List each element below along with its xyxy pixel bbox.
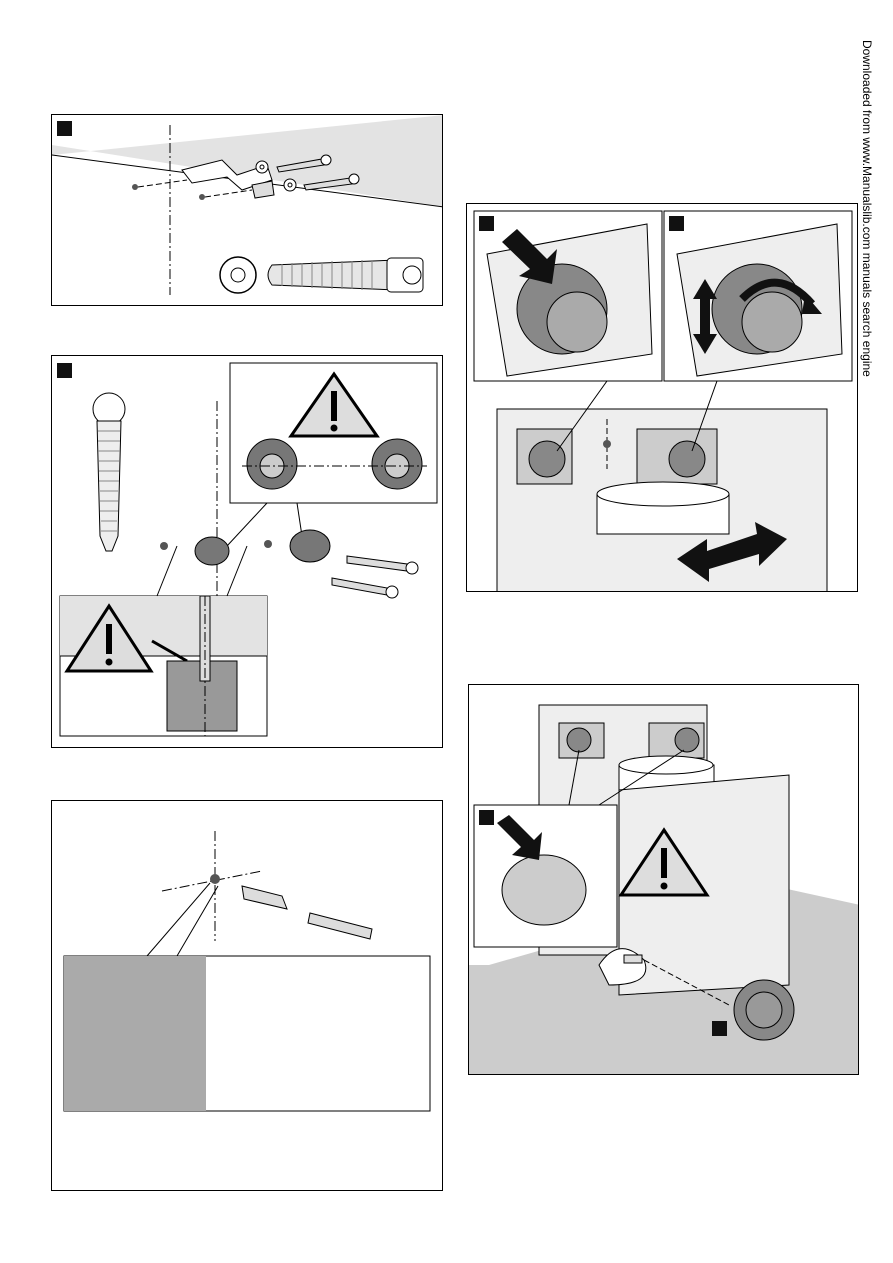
bracket-illustration: [52, 115, 443, 306]
anchor-icon: [242, 886, 287, 909]
page-footer-vertical: Downloaded from www.Manualslib.com manua…: [858, 40, 876, 160]
knob-icon: [567, 728, 591, 752]
wall-plug-icon: [195, 537, 229, 565]
knob-icon: [712, 264, 802, 354]
knob-icon: [675, 728, 699, 752]
wall-plug-icon: [290, 530, 330, 562]
page-footer-text: Downloaded from www.Manualslib.com manua…: [860, 40, 874, 377]
figure-wall-plug-warning: [51, 355, 443, 748]
knob-icon: [734, 980, 794, 1040]
washer-icon: [284, 179, 296, 191]
wall-plug-icon: [372, 439, 422, 489]
screw-icon: [93, 393, 125, 551]
wall-plug-illustration: [52, 356, 443, 748]
figure-valve-adjustment: [466, 203, 858, 592]
knob-icon: [502, 855, 586, 925]
cap-illustration: [469, 685, 859, 1075]
knob-icon: [669, 441, 705, 477]
washer-icon: [220, 257, 256, 293]
figure-bracket-mounting: [51, 114, 443, 306]
washer-icon: [256, 161, 268, 173]
figure-anchor-bolt: [51, 800, 443, 1191]
wall-plug-icon: [247, 439, 297, 489]
threaded-rod-icon: [308, 913, 372, 939]
screw-icon: [332, 578, 398, 598]
screw-icon: [268, 258, 423, 292]
valve-illustration: [467, 204, 858, 592]
screw-icon: [347, 556, 418, 574]
anchor-illustration: [52, 801, 443, 1191]
knob-icon: [529, 441, 565, 477]
figure-cap-fitting: [468, 684, 859, 1075]
